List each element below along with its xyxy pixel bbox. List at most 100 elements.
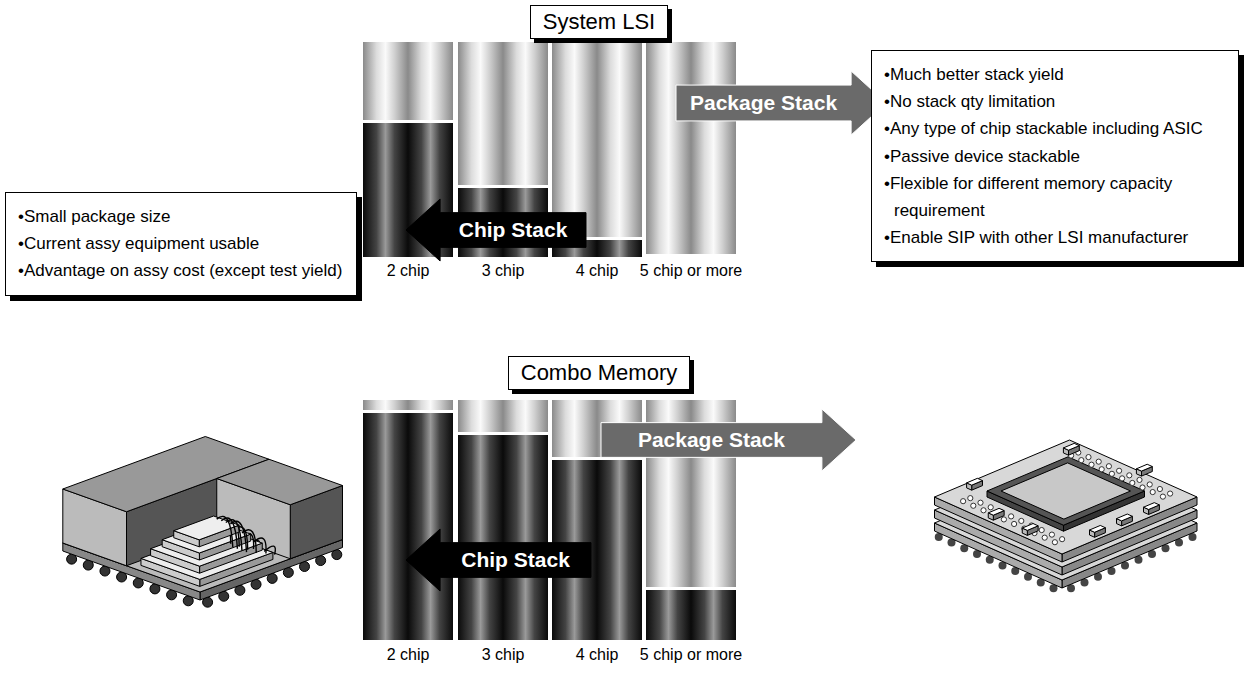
pad (1130, 480, 1135, 485)
advantage-box: •Small package size•Current assy equipme… (5, 192, 357, 296)
bar-chart (363, 42, 736, 640)
pad (961, 499, 966, 504)
arrow-outline (406, 199, 586, 261)
pad (1137, 477, 1142, 482)
passive-device (1144, 503, 1160, 510)
pad (1096, 459, 1101, 464)
package-stack-share (408, 42, 453, 120)
column-label: 3 chip (480, 262, 527, 280)
passive-device (988, 508, 1004, 515)
pad (1039, 527, 1044, 532)
chip-stack-share (408, 413, 453, 640)
bullet-text: •Enable SIP with other LSI manufacturer (884, 224, 1226, 251)
pad (1168, 491, 1173, 496)
pad (1109, 471, 1114, 476)
pad (981, 508, 986, 513)
passive-device (1022, 524, 1038, 531)
chip-stack-share (597, 240, 642, 257)
passive-device (1117, 514, 1133, 521)
package-stack-share (458, 400, 503, 432)
pad (1160, 494, 1165, 499)
chart-title: System LSIPackage StackChip Stack (530, 5, 668, 39)
bullet-text: •Flexible for different memory capacity … (884, 170, 1226, 224)
pad (968, 496, 973, 501)
advantage-box: •Much better stack yield•No stack qty li… (871, 50, 1239, 262)
pad (971, 503, 976, 508)
pad (1009, 514, 1014, 519)
stacked-package (935, 440, 1198, 554)
pad (1019, 518, 1024, 523)
package-stack-share (552, 42, 597, 237)
pad (1060, 537, 1065, 542)
pad (1140, 485, 1145, 490)
bullet-text: •Passive device stackable (884, 143, 1226, 170)
arrow-outline (676, 71, 886, 135)
pad (1147, 482, 1152, 487)
label-text: Chip Stack (461, 548, 570, 572)
package-stack-share (458, 42, 503, 185)
pad (988, 505, 993, 510)
package-stack-share (408, 400, 453, 410)
package-stack-module (935, 440, 1198, 592)
bullet-text: •Small package size (18, 203, 344, 230)
bullet-text: •Advantage on assy cost (except test yie… (18, 257, 344, 284)
die-surface (1001, 463, 1131, 519)
pad (1150, 489, 1155, 494)
package-stack-share (363, 400, 408, 410)
label-text: Package Stack (690, 91, 837, 115)
pad (1079, 458, 1084, 463)
package-stack-share (552, 400, 597, 457)
pad (1120, 476, 1125, 481)
chip-stack-arrow: Chip Stack (406, 199, 586, 261)
pad (1157, 486, 1162, 491)
package-stack-share (503, 400, 548, 432)
label-text: Chip Stack (459, 218, 568, 242)
package-stack-share (363, 42, 408, 120)
chip-stack-share (691, 590, 736, 640)
package-stack-arrow: Package Stack (676, 71, 886, 135)
passive-device (967, 478, 983, 485)
pad (1099, 467, 1104, 472)
passive-device (1136, 464, 1152, 471)
label-text: System LSI (543, 9, 655, 35)
label-text: Package Stack (638, 428, 785, 452)
column-label: 5 chip or more (638, 262, 744, 280)
package-stack-share (503, 42, 548, 185)
chip-stack-share (503, 435, 548, 640)
pad (1042, 535, 1047, 540)
pad (1127, 473, 1132, 478)
chip-stack-share (363, 123, 408, 257)
arrow-outline (601, 409, 856, 471)
chip-stack-share (458, 435, 503, 640)
column-label: 5 chip or more (638, 646, 744, 664)
pad (1049, 532, 1054, 537)
package-stack-arrow: Package Stack (601, 409, 856, 471)
pad (1089, 462, 1094, 467)
column-label: 4 chip (574, 262, 621, 280)
chart-title: Combo MemoryPackage StackChip Stack (508, 356, 690, 390)
column-label: 2 chip (385, 262, 432, 280)
bullet-text: •Any type of chip stackable including AS… (884, 115, 1226, 142)
chip-stack-share (646, 590, 691, 640)
chip-stack-share (597, 460, 642, 640)
pad (1086, 455, 1091, 460)
pad (1052, 540, 1057, 545)
bullet-text: •No stack qty limitation (884, 88, 1226, 115)
top-package (987, 457, 1145, 525)
pad (1012, 521, 1017, 526)
column-label: 2 chip (385, 646, 432, 664)
bullet-text: •Current assy equipment usable (18, 230, 344, 257)
mold-cap (217, 459, 343, 505)
package-stack-share (691, 42, 736, 254)
pad (1001, 517, 1006, 522)
chip-stack-arrow: Chip Stack (406, 529, 591, 591)
pad (978, 500, 983, 505)
arrow-outline (406, 529, 591, 591)
column-label: 4 chip (574, 646, 621, 664)
label-text: Combo Memory (521, 360, 677, 386)
chip-stack-package (63, 437, 343, 608)
pad (1117, 468, 1122, 473)
column-label: 3 chip (480, 646, 527, 664)
pad (1106, 464, 1111, 469)
